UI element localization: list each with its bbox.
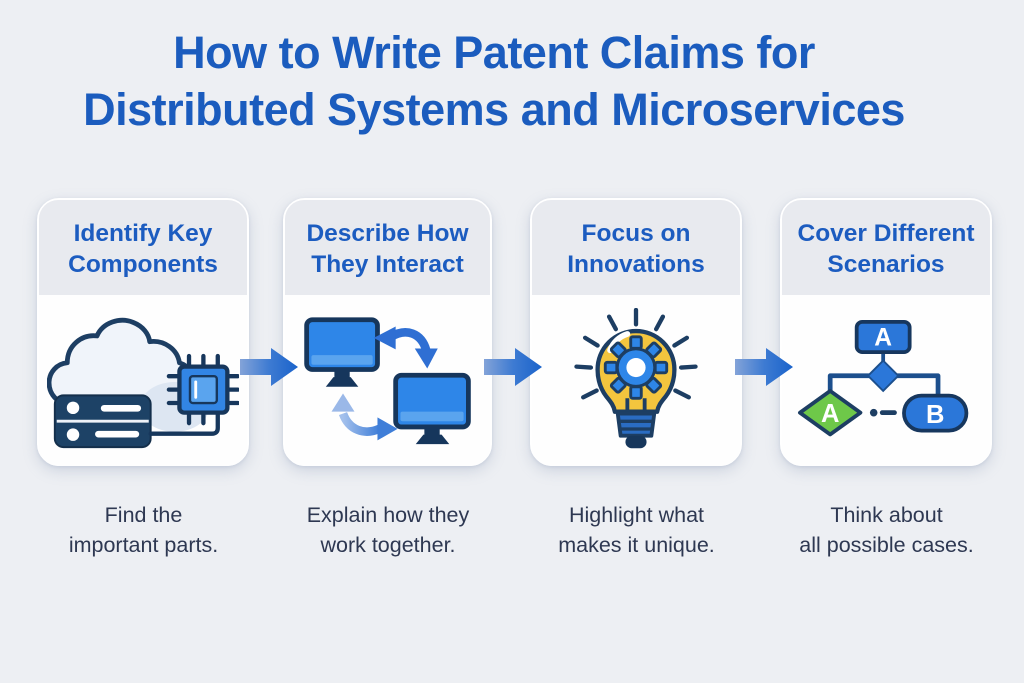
page-title: How to Write Patent Claims for Distribut… bbox=[0, 24, 1006, 138]
step-4-caption: Think about all possible cases. bbox=[799, 503, 974, 557]
step-4-body: A A B bbox=[782, 295, 990, 466]
page-title-line2: Distributed Systems and Microservices bbox=[83, 84, 905, 135]
step-3-heading: Focus on Innovations bbox=[567, 219, 705, 278]
step-4-heading: Cover Different Scenarios bbox=[797, 219, 975, 278]
flowchart-node-b-label: B bbox=[926, 401, 944, 429]
step-1-body bbox=[39, 295, 247, 466]
step-3-body bbox=[532, 295, 740, 466]
lightbulb-gear-icon bbox=[574, 307, 698, 448]
step-card-cover-different-scenarios: Cover Different Scenarios A A B bbox=[780, 198, 992, 466]
step-3-header: Focus on Innovations bbox=[532, 200, 740, 295]
step-1-header: Identify Key Components bbox=[39, 200, 247, 295]
flowchart-node-a-label: A bbox=[874, 324, 892, 351]
step-3-caption: Highlight what makes it unique. bbox=[558, 503, 715, 557]
step-1-caption: Find the important parts. bbox=[68, 503, 219, 557]
arrow-right-icon bbox=[240, 348, 298, 386]
flowchart-icon: A A B bbox=[798, 319, 969, 437]
step-2-caption: Explain how they work together. bbox=[306, 503, 470, 557]
step-card-describe-how-they-interact: Describe How They Interact bbox=[283, 198, 492, 466]
arrow-right-icon bbox=[735, 348, 793, 386]
page-title-line1: How to Write Patent Claims for bbox=[173, 27, 815, 78]
step-card-identify-key-components: Identify Key Components bbox=[37, 198, 249, 466]
step-card-focus-on-innovations: Focus on Innovations bbox=[530, 198, 742, 466]
step-4-header: Cover Different Scenarios bbox=[782, 200, 990, 295]
step-2-heading: Describe How They Interact bbox=[306, 219, 469, 278]
step-2-body bbox=[285, 295, 490, 466]
flowchart-diamond-a-label: A bbox=[821, 400, 839, 428]
arrow-right-icon bbox=[484, 348, 542, 386]
monitors-sync-icon bbox=[303, 316, 471, 444]
step-1-heading: Identify Key Components bbox=[68, 219, 218, 278]
cloud-server-chip-icon bbox=[47, 317, 239, 449]
step-2-header: Describe How They Interact bbox=[285, 200, 490, 295]
